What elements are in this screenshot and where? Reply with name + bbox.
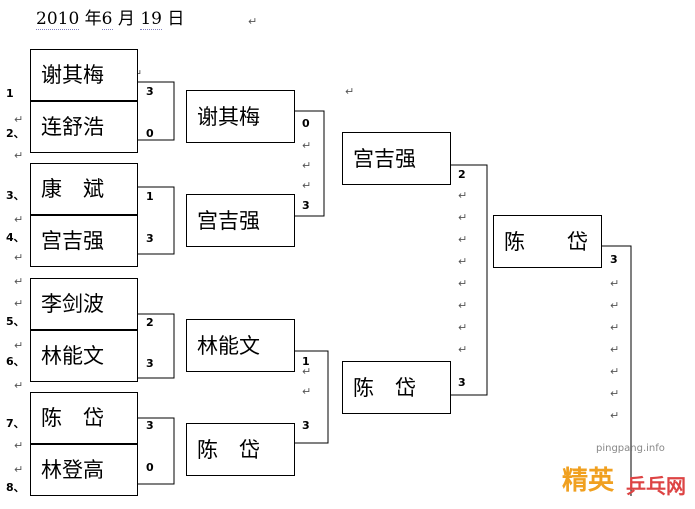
seed-4: 4、 (6, 231, 25, 244)
semi-score-2: 3 (458, 376, 466, 389)
watermark-brand-2: 乒乓网 (626, 474, 686, 498)
watermark-site: pingpang.info (596, 443, 665, 454)
r1-score-8: 0 (146, 461, 154, 474)
r2-score-4: 3 (302, 419, 310, 432)
r1-player-4: 宫吉强 (30, 215, 138, 267)
r2-score-1: 0 (302, 117, 310, 130)
date-month: 6 (101, 9, 113, 30)
seed-8: 8、 (6, 481, 25, 494)
seed-6: 6、 (6, 355, 25, 368)
date-line: 2010 年6 月 19 日 (36, 8, 184, 30)
semi-player-2: 陈 岱 (342, 361, 451, 414)
r2-player-3: 林能文 (186, 319, 295, 372)
r1-score-3: 1 (146, 190, 154, 203)
r1-player-8: 林登高 (30, 444, 138, 496)
champion-box: 陈 岱 (493, 215, 602, 268)
r2-score-2: 3 (302, 199, 310, 212)
r2-player-4: 陈 岱 (186, 423, 295, 476)
r1-player-7: 陈 岱 (30, 392, 138, 444)
date-year: 2010 (36, 9, 80, 30)
seed-1: 1 (6, 87, 14, 100)
semi-score-1: 2 (458, 168, 466, 181)
seed-7: 7、 (6, 417, 25, 430)
r1-score-4: 3 (146, 232, 154, 245)
date-year-char: 年 (84, 9, 102, 29)
seed-3: 3、 (6, 189, 25, 202)
seed-2: 2、 (6, 127, 25, 140)
r1-player-6: 林能文 (30, 330, 138, 382)
r2-player-1: 谢其梅 (186, 90, 295, 143)
r1-score-7: 3 (146, 419, 154, 432)
r1-score-1: 3 (146, 85, 154, 98)
date-day: 19 (140, 9, 162, 30)
date-day-char: 日 (167, 9, 185, 29)
r1-player-1: 谢其梅 (30, 49, 138, 101)
champion-score: 3 (610, 253, 618, 266)
seed-5: 5、 (6, 315, 25, 328)
r1-score-5: 2 (146, 316, 154, 329)
r1-score-6: 3 (146, 357, 154, 370)
r2-score-3: 1 (302, 355, 310, 368)
r1-player-3: 康 斌 (30, 163, 138, 215)
watermark-brand: 精英 (562, 466, 615, 496)
semi-player-1: 宫吉强 (342, 132, 451, 185)
r2-player-2: 宫吉强 (186, 194, 295, 247)
r1-player-5: 李剑波 (30, 278, 138, 330)
r1-score-2: 0 (146, 127, 154, 140)
date-month-char: 月 (117, 9, 135, 29)
r1-player-2: 连舒浩 (30, 101, 138, 153)
